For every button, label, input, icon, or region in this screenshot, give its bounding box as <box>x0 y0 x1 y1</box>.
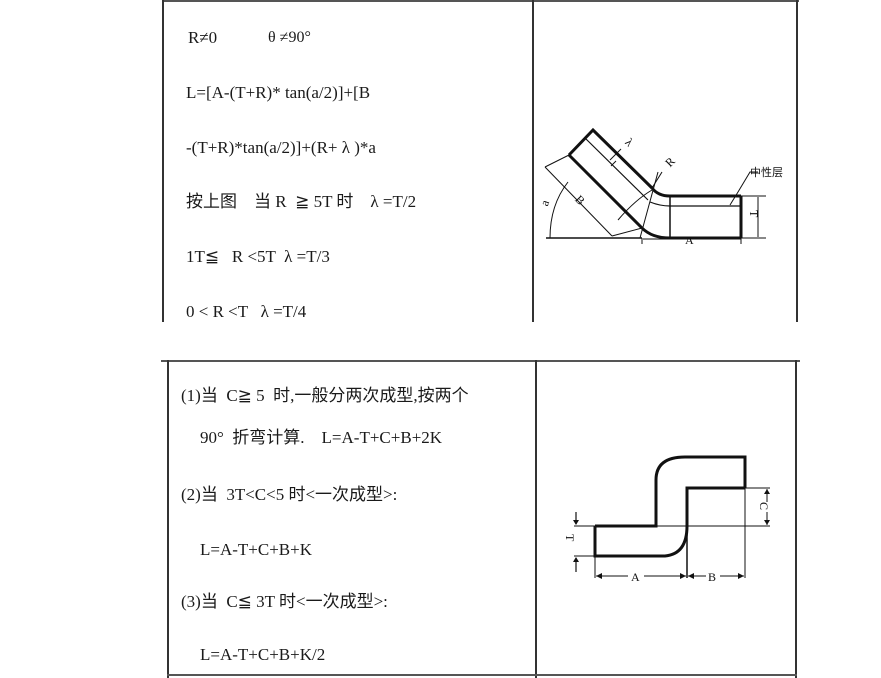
case-3-formula: L=A-T+C+B+K/2 <box>200 645 326 664</box>
table2-right-border <box>795 360 797 678</box>
condition-theta-not-90: θ ≠90° <box>268 29 311 46</box>
formula-line-1: L=[A-(T+R)* tan(a/2)]+[B <box>186 83 371 102</box>
lambda-rule-r-lt-t: 0 < R <T λ =T/4 <box>186 302 307 321</box>
table2-bottom-border <box>167 674 797 676</box>
angled-bend-diagram: a B λ R 中性层 T A <box>540 110 790 260</box>
case-2-condition: (2)当 3T<C<5 时<一次成型>: <box>181 485 398 504</box>
lambda-label: λ <box>622 135 636 149</box>
thickness-t-label: T <box>563 534 577 542</box>
length-b-label: B <box>572 192 588 208</box>
formula-line-2: -(T+R)*tan(a/2)]+(R+ λ )*a <box>186 138 376 157</box>
length-a-label: A <box>631 570 640 584</box>
neutral-layer-label: 中性层 <box>750 165 783 179</box>
case-2-formula: L=A-T+C+B+K <box>200 540 313 559</box>
case-1-formula: 90° 折弯计算. L=A-T+C+B+2K <box>200 428 443 447</box>
table1-right-border <box>796 0 798 322</box>
case-1-condition: (1)当 C≧ 5 时,一般分两次成型,按两个 <box>181 386 469 405</box>
offset-c-label: C <box>757 502 771 510</box>
condition-r-not-zero: R≠0 <box>188 28 218 47</box>
lambda-rule-1t-to-5t: 1T≦ R <5T λ =T/3 <box>186 247 330 266</box>
lambda-rule-r-ge-5t: 按上图 当 R ≧ 5T 时 λ =T/2 <box>186 192 417 211</box>
table2-column-divider <box>535 360 537 678</box>
table1-top-border <box>163 0 799 2</box>
length-a-label: A <box>685 233 694 247</box>
table2-left-border <box>167 360 169 678</box>
table2-top-border <box>161 360 800 362</box>
angle-a-label: a <box>540 197 552 207</box>
z-bend-diagram: T C A B <box>560 450 780 590</box>
case-3-condition: (3)当 C≦ 3T 时<一次成型>: <box>181 592 388 611</box>
table1-left-border <box>162 0 164 322</box>
thickness-t-label: T <box>747 210 761 218</box>
radius-r-label: R <box>662 154 678 170</box>
table1-column-divider <box>532 0 534 322</box>
length-b-label: B <box>708 570 716 584</box>
